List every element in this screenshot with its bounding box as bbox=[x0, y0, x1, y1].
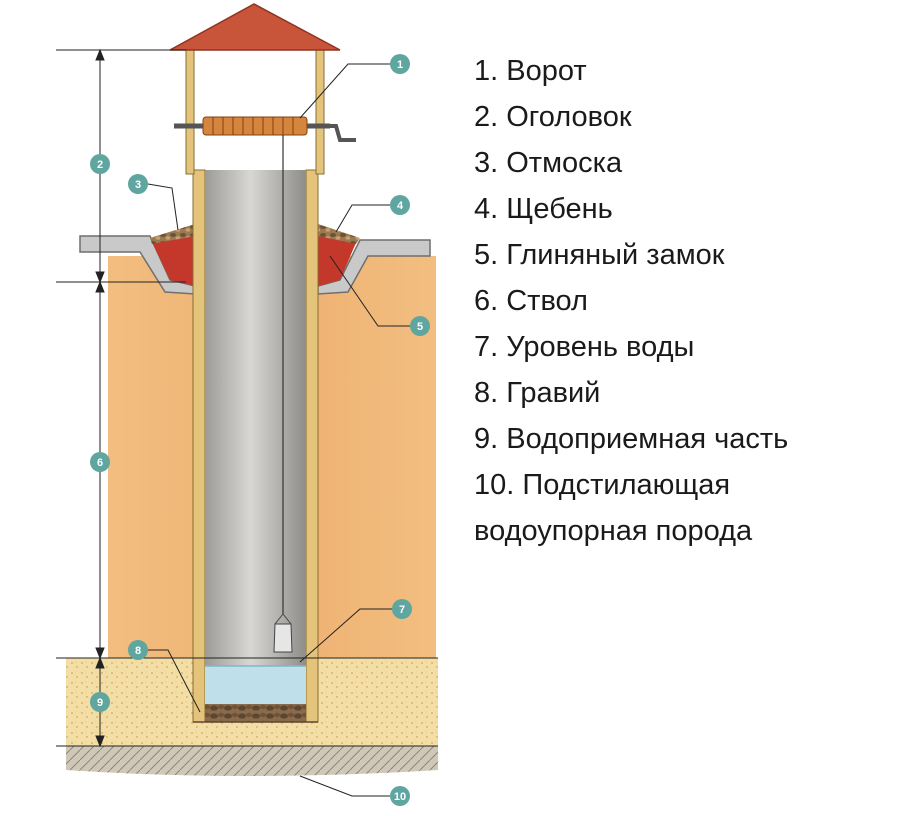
legend-item-6: 6. Ствол bbox=[474, 285, 588, 317]
legend-item-5: 5. Глиняный замок bbox=[474, 239, 725, 271]
shaft-interior bbox=[205, 170, 306, 666]
marker-1: 1 bbox=[390, 54, 410, 74]
marker-5: 5 bbox=[410, 316, 430, 336]
svg-text:3: 3 bbox=[135, 179, 141, 191]
crushed-stone-left bbox=[150, 224, 195, 244]
marker-2: 2 bbox=[90, 154, 110, 174]
head-post-right bbox=[315, 49, 325, 175]
leader-4 bbox=[335, 204, 390, 233]
leader-5 bbox=[329, 255, 410, 327]
svg-text:7: 7 bbox=[399, 604, 405, 616]
marker-10: 10 bbox=[390, 786, 410, 806]
head-post-left bbox=[185, 49, 195, 175]
bucket bbox=[273, 623, 293, 653]
svg-text:4: 4 bbox=[397, 200, 404, 212]
legend-item-10: 10. Подстилающая bbox=[474, 469, 731, 501]
leader-3 bbox=[147, 183, 179, 231]
marker-6: 6 bbox=[90, 452, 110, 472]
leader-1 bbox=[299, 63, 390, 119]
legend-item-1: 1. Ворот bbox=[474, 55, 587, 87]
roof bbox=[169, 3, 341, 51]
shaft-wall-left bbox=[192, 169, 206, 723]
marker-8: 8 bbox=[128, 640, 148, 660]
legend-item-2: 2. Оголовок bbox=[474, 101, 632, 133]
windlass-drum bbox=[202, 116, 308, 136]
marker-4: 4 bbox=[390, 195, 410, 215]
legend-item-4: 4. Щебень bbox=[474, 193, 613, 225]
svg-text:9: 9 bbox=[97, 697, 103, 709]
marker-7: 7 bbox=[392, 599, 412, 619]
leader-7 bbox=[299, 608, 392, 663]
svg-text:5: 5 bbox=[417, 321, 423, 333]
marker-3: 3 bbox=[128, 174, 148, 194]
svg-text:8: 8 bbox=[135, 645, 141, 657]
leader-10 bbox=[299, 775, 390, 797]
shaft-wall-right bbox=[305, 169, 319, 723]
clay-lock-left bbox=[150, 232, 195, 286]
svg-text:2: 2 bbox=[97, 159, 103, 171]
windlass-crank bbox=[330, 124, 356, 142]
legend-item-9: 9. Водоприемная часть bbox=[474, 423, 789, 455]
legend-item-10-continuation: водоупорная порода bbox=[474, 515, 753, 547]
water bbox=[205, 666, 306, 704]
gravel-bottom bbox=[205, 704, 306, 722]
marker-9: 9 bbox=[90, 692, 110, 712]
svg-text:10: 10 bbox=[394, 791, 406, 803]
legend: 1. Ворот 2. Оголовок 3. Отмоска 4. Щебен… bbox=[474, 48, 894, 554]
crushed-stone-right bbox=[318, 224, 360, 244]
svg-text:6: 6 bbox=[97, 457, 103, 469]
bedrock-layer bbox=[66, 746, 438, 776]
legend-item-8: 8. Гравий bbox=[474, 377, 601, 409]
legend-item-7: 7. Уровень воды bbox=[474, 331, 695, 363]
leader-8 bbox=[148, 649, 201, 713]
svg-text:1: 1 bbox=[397, 59, 403, 71]
legend-item-3: 3. Отмоска bbox=[474, 147, 623, 179]
clay-lock-right bbox=[318, 232, 358, 286]
